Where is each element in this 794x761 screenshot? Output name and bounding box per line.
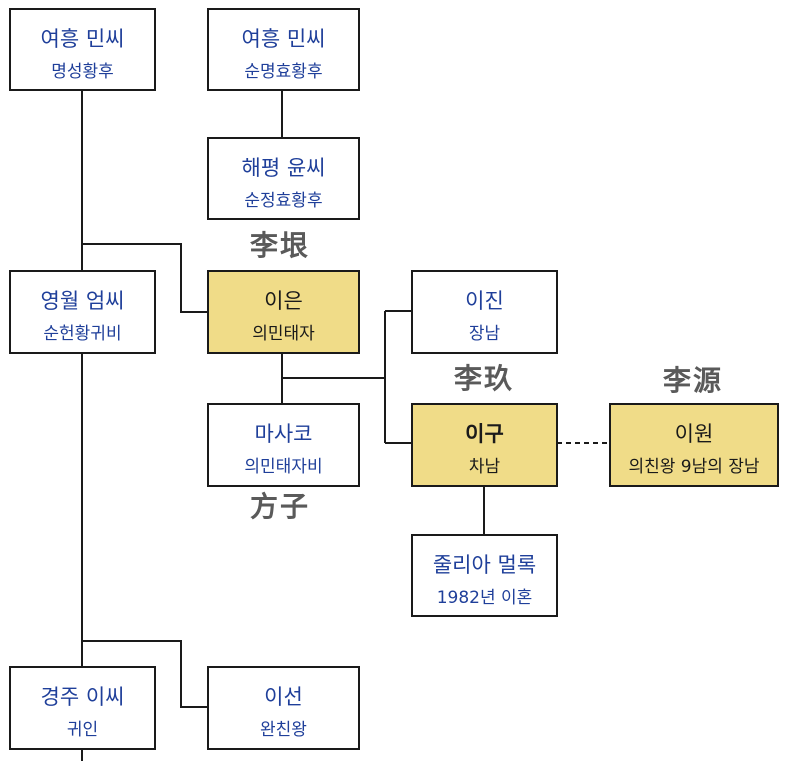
person-title: 의민태자비	[244, 457, 323, 477]
person-title: 의민태자	[252, 324, 315, 344]
person-box-yi-gu: 이구 차남	[411, 403, 558, 487]
person-title: 명성황후	[51, 62, 114, 82]
person-box-yeoheung-min-1: 여흥 민씨 명성황후	[9, 8, 156, 91]
hanja-label-yi-won: 李源	[663, 364, 724, 397]
person-box-gyeongju-yi: 경주 이씨 귀인	[9, 666, 156, 750]
person-name: 이은	[264, 289, 303, 313]
person-name: 여흥 민씨	[241, 27, 326, 51]
hanja-label-yi-eun: 李垠	[250, 229, 311, 262]
person-name: 이구	[465, 422, 504, 446]
person-name: 이진	[465, 289, 504, 313]
person-name: 해평 윤씨	[241, 156, 326, 180]
person-title: 순헌황귀비	[43, 324, 122, 344]
person-name: 이선	[264, 685, 303, 709]
person-title: 순정효황후	[244, 191, 323, 211]
person-box-masako: 마사코 의민태자비	[207, 403, 360, 487]
person-box-yi-eun: 이은 의민태자	[207, 270, 360, 354]
person-name: 이원	[674, 422, 714, 446]
person-box-haepyeong-yun: 해평 윤씨 순정효황후	[207, 137, 360, 220]
line-spine-to-yi-seon	[82, 640, 209, 708]
hanja-label-masako: 方子	[250, 490, 311, 523]
person-name: 줄리아 멀록	[432, 553, 537, 577]
person-name: 영월 엄씨	[40, 289, 125, 313]
person-title: 차남	[468, 457, 501, 477]
person-title: 장남	[468, 324, 501, 344]
line-spine-to-yi-eun	[82, 243, 209, 313]
person-box-yeoheung-min-2: 여흥 민씨 순명효황후	[207, 8, 360, 91]
person-title: 귀인	[66, 720, 99, 740]
person-name: 여흥 민씨	[40, 27, 125, 51]
person-box-yeongwol-eom: 영월 엄씨 순헌황귀비	[9, 270, 156, 354]
hanja-label-yi-gu: 李玖	[454, 362, 515, 395]
person-title: 순명효황후	[244, 62, 323, 82]
person-box-yi-jin: 이진 장남	[411, 270, 558, 354]
person-title: 1982년 이혼	[436, 588, 533, 608]
person-title: 완친왕	[260, 720, 307, 740]
person-title: 의친왕 9남의 장남	[628, 457, 760, 477]
person-box-julia-mullock: 줄리아 멀록 1982년 이혼	[411, 534, 558, 617]
person-box-yi-seon: 이선 완친왕	[207, 666, 360, 750]
person-name: 마사코	[254, 422, 313, 446]
person-box-yi-won: 이원 의친왕 9남의 장남	[609, 403, 779, 487]
person-name: 경주 이씨	[40, 685, 125, 709]
